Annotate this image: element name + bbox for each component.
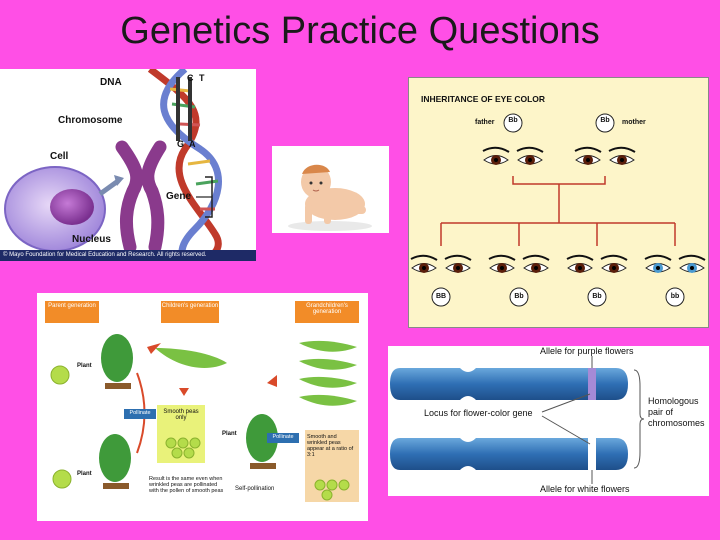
child-1-eyes-brow [410, 254, 438, 261]
father-genotype: Bb [508, 117, 518, 124]
chromosome-upper [390, 368, 628, 400]
child-3-eyes-pupil [578, 266, 582, 270]
pollinate-label-left: Pollinate [129, 410, 151, 416]
child-4-genotype-circle [665, 287, 685, 307]
plant-label-bottom: Plant [77, 471, 92, 477]
mother-genotype-circle [595, 113, 615, 133]
base-g-label: G [177, 139, 185, 149]
homologous-pair-label: Homologous pair of chromosomes [648, 396, 705, 428]
self-pollination-label: Self-pollination [235, 486, 275, 492]
child-2-genotype-circle [509, 287, 529, 307]
parent-generation-header: Parent generation [48, 303, 96, 309]
child-2-eyes-brow [488, 254, 516, 261]
child-3-eyes-pupil [612, 266, 616, 270]
father-eyes-pupil [528, 158, 532, 162]
base-t-label: T [199, 73, 205, 83]
smooth-peas-text: Smooth peas only [163, 409, 199, 421]
parent-connector [512, 176, 606, 185]
chromosome-panel: Allele for purple flowers Locus for flow… [388, 346, 709, 496]
mother-eyes-brow [608, 146, 636, 153]
plant-label-right: Plant [222, 431, 237, 437]
ratio-text: Smooth and wrinkled peas appear at a rat… [307, 434, 354, 458]
children-generation-header: Children's generation [161, 303, 219, 309]
father-genotype-circle [503, 113, 523, 133]
nucleus-shape [50, 189, 94, 225]
dna-label: DNA [100, 77, 122, 88]
eye-panel-title: INHERITANCE OF EYE COLOR [421, 94, 546, 104]
child-1-eyes-pupil [456, 266, 460, 270]
mother-genotype: Bb [600, 117, 610, 124]
child-3-eyes-brow [600, 254, 628, 261]
child-1-eyes-pupil [422, 266, 426, 270]
base-a-label: A [189, 139, 196, 149]
child-4-eyes-pupil [690, 266, 694, 270]
cell-label: Cell [50, 151, 69, 162]
child-3-genotype-circle [587, 287, 607, 307]
locus-label: Locus for flower-color gene [424, 408, 533, 418]
pea-illustration [45, 301, 359, 502]
father-eyes-brow [516, 146, 544, 153]
chromosome-label: Chromosome [58, 115, 123, 126]
result-note: Result is the same even when wrinkled pe… [149, 476, 224, 494]
chromosome-lower [390, 438, 628, 470]
grandchildren-generation-header: Grandchildren's generation [306, 303, 348, 315]
child-2-genotype: Bb [514, 293, 524, 300]
child-4-eyes-pupil [656, 266, 660, 270]
white-allele-label: Allele for white flowers [540, 484, 630, 494]
plant-label-top: Plant [77, 363, 92, 369]
baby-photo [272, 146, 389, 233]
eye-inheritance-diagram [410, 113, 706, 307]
child-1-genotype: BB [435, 293, 447, 300]
child-1-eyes-brow [444, 254, 472, 261]
baby-illustration [288, 164, 372, 231]
nucleus-label: Nucleus [72, 234, 111, 245]
white-allele-band [588, 438, 596, 470]
slide-title: Genetics Practice Questions [120, 10, 600, 52]
father-eyes-pupil [494, 158, 498, 162]
child-3-eyes-brow [566, 254, 594, 261]
eye-color-panel: INHERITANCE OF EYE COLOR father mother B… [408, 77, 709, 328]
child-4-eyes-brow [644, 254, 672, 261]
mother-eyes-brow [574, 146, 602, 153]
purple-allele-label: Allele for purple flowers [540, 346, 634, 356]
child-4-genotype: bb [670, 293, 680, 300]
pea-panel: Parent generation Children's generation … [37, 293, 368, 521]
child-2-eyes-pupil [534, 266, 538, 270]
child-2-eyes-brow [522, 254, 550, 261]
homologous-chromosomes [390, 356, 645, 484]
base-c-label: C [187, 73, 194, 83]
dna-panel: DNA Chromosome Cell Nucleus Gene C T G A… [0, 69, 256, 261]
mother-eyes-pupil [586, 158, 590, 162]
child-1-genotype-circle [431, 287, 451, 307]
gene-label: Gene [166, 191, 192, 202]
child-2-eyes-pupil [500, 266, 504, 270]
child-3-genotype: Bb [592, 293, 602, 300]
copyright-text: © Mayo Foundation for Medical Education … [3, 252, 207, 258]
purple-allele-band [588, 368, 596, 400]
mother-label: mother [622, 119, 646, 126]
child-4-eyes-brow [678, 254, 706, 261]
father-label: father [475, 119, 495, 126]
father-eyes-brow [482, 146, 510, 153]
copyright-bar: © Mayo Foundation for Medical Education … [0, 250, 256, 261]
mother-eyes-pupil [620, 158, 624, 162]
dna-illustration [4, 69, 222, 261]
pollinate-label-right: Pollinate [272, 434, 294, 440]
chromosome-shape [115, 140, 167, 254]
